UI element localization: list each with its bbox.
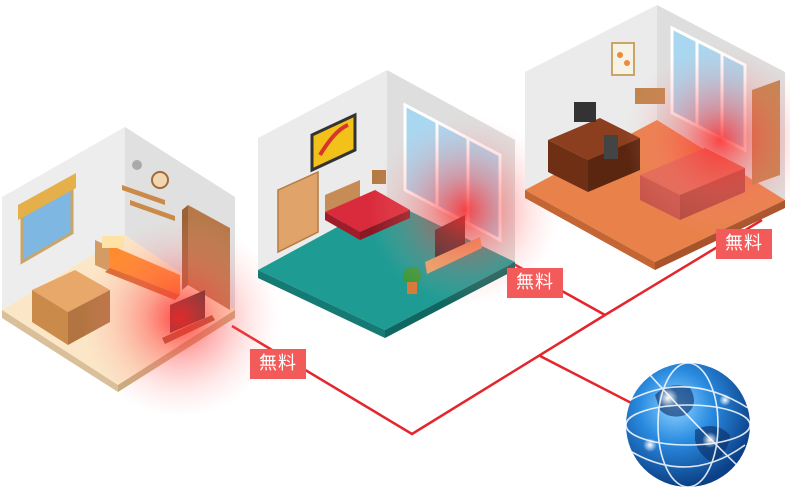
wifi-signal-icon — [370, 115, 560, 305]
line-globe — [539, 354, 646, 412]
room3-painting — [611, 42, 635, 76]
wifi-signal-icon — [625, 45, 790, 235]
room-2 — [258, 70, 560, 338]
free-badge-room1: 無料 — [250, 349, 306, 379]
wifi-signal-icon — [80, 218, 280, 418]
free-badge-room2: 無料 — [507, 268, 563, 298]
room3-chair — [604, 135, 618, 159]
room2-wardrobe — [277, 170, 319, 254]
globe-icon — [625, 362, 751, 488]
clock-icon — [151, 171, 169, 189]
free-badge-room3: 無料 — [716, 229, 772, 259]
room-1 — [2, 127, 280, 418]
room-3 — [525, 5, 790, 270]
